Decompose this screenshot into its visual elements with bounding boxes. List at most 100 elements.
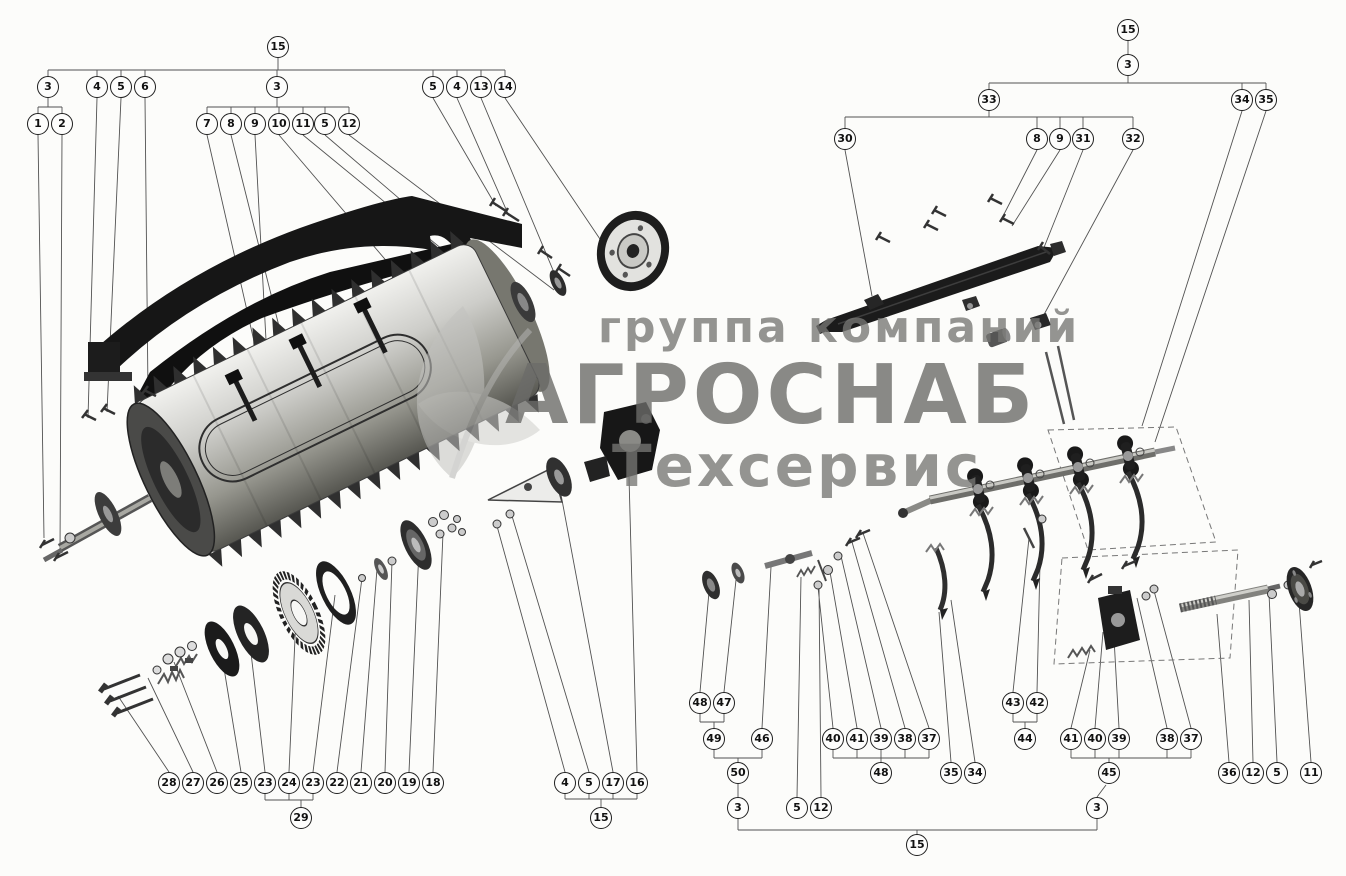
bearing-flange xyxy=(549,270,567,296)
callout-39: 39 xyxy=(1108,728,1130,750)
callout-22: 22 xyxy=(326,772,348,794)
axle-bolt xyxy=(38,537,55,549)
callout-46: 46 xyxy=(751,728,773,750)
callout-45: 45 xyxy=(1098,762,1120,784)
callout-35: 35 xyxy=(1255,89,1277,111)
callout-43: 43 xyxy=(1002,692,1024,714)
callout-5: 5 xyxy=(786,797,808,819)
callout-12: 12 xyxy=(810,797,832,819)
callout-3: 3 xyxy=(727,797,749,819)
callout-41: 41 xyxy=(846,728,868,750)
callout-44: 44 xyxy=(1014,728,1036,750)
callout-41: 41 xyxy=(1060,728,1082,750)
small-spring xyxy=(796,565,816,578)
callout-28: 28 xyxy=(158,772,180,794)
callout-36: 36 xyxy=(1218,762,1240,784)
callout-9: 9 xyxy=(244,113,266,135)
callout-38: 38 xyxy=(894,728,916,750)
callout-39: 39 xyxy=(870,728,892,750)
callout-4: 4 xyxy=(86,76,108,98)
callout-8: 8 xyxy=(220,113,242,135)
axle-bolt-2 xyxy=(52,550,69,562)
rotor-hub xyxy=(584,402,660,482)
collar xyxy=(374,557,388,581)
callout-14: 14 xyxy=(494,76,516,98)
crankshaft-assembly xyxy=(898,345,1176,620)
callout-3: 3 xyxy=(37,76,59,98)
watermark-leaf xyxy=(416,306,540,479)
callout-12: 12 xyxy=(338,113,360,135)
bracket-lines-top-left xyxy=(37,58,506,113)
end-flange xyxy=(1286,567,1314,611)
leader-lines xyxy=(37,41,1312,834)
callout-12: 12 xyxy=(1242,762,1264,784)
callout-5: 5 xyxy=(422,76,444,98)
callout-19: 19 xyxy=(398,772,420,794)
brake-disc-2 xyxy=(233,605,269,663)
callout-4: 4 xyxy=(446,76,468,98)
callout-31: 31 xyxy=(1072,128,1094,150)
dashed-outline xyxy=(1047,426,1239,665)
callout-37: 37 xyxy=(1180,728,1202,750)
callout-48: 48 xyxy=(870,762,892,784)
support-bracket xyxy=(487,457,572,503)
callout-5: 5 xyxy=(314,113,336,135)
callout-6: 6 xyxy=(134,76,156,98)
drum-access-plate-inner xyxy=(204,340,426,476)
callout-37: 37 xyxy=(918,728,940,750)
callout-33: 33 xyxy=(978,89,1000,111)
callout-16: 16 xyxy=(626,772,648,794)
sprocket-gear xyxy=(272,571,326,655)
axle-shaft xyxy=(38,492,153,563)
callout-9: 9 xyxy=(1049,128,1071,150)
callout-32: 32 xyxy=(1122,128,1144,150)
callout-15: 15 xyxy=(906,834,928,856)
bearing-cup xyxy=(702,570,720,600)
input-shaft xyxy=(764,528,871,590)
callout-21: 21 xyxy=(350,772,372,794)
callout-47: 47 xyxy=(713,692,735,714)
callout-42: 42 xyxy=(1026,692,1048,714)
crank-web xyxy=(1067,446,1089,488)
bar-bolts xyxy=(874,193,1051,255)
dashed-box-crank xyxy=(1047,426,1217,551)
bar-hook xyxy=(864,294,884,310)
callout-50: 50 xyxy=(727,762,749,784)
callout-3: 3 xyxy=(266,76,288,98)
callout-5: 5 xyxy=(1266,762,1288,784)
callout-40: 40 xyxy=(1084,728,1106,750)
tine-holder-bracket xyxy=(1067,559,1159,659)
hub-washers xyxy=(358,509,515,582)
callout-34: 34 xyxy=(964,762,986,784)
leveling-bar xyxy=(816,193,1066,348)
hood-mount-bolts xyxy=(81,197,571,422)
flange-bolt xyxy=(1308,559,1323,569)
tine-arms xyxy=(925,470,1145,620)
callout-11: 11 xyxy=(1300,762,1322,784)
callout-10: 10 xyxy=(268,113,290,135)
crank-web xyxy=(1117,435,1139,477)
callout-48: 48 xyxy=(689,692,711,714)
callout-4: 4 xyxy=(554,772,576,794)
drum-stud-bolts xyxy=(224,297,388,422)
bracket-spring xyxy=(1067,644,1096,659)
callout-11: 11 xyxy=(292,113,314,135)
callout-20: 20 xyxy=(374,772,396,794)
hardware-bolts-left xyxy=(98,641,198,718)
callout-8: 8 xyxy=(1026,128,1048,150)
bearing-cone xyxy=(731,562,745,584)
callout-24: 24 xyxy=(278,772,300,794)
hub xyxy=(400,520,432,570)
disc-stack xyxy=(204,509,515,677)
callout-15: 15 xyxy=(1117,19,1139,41)
callout-5: 5 xyxy=(110,76,132,98)
callout-17: 17 xyxy=(602,772,624,794)
drum-spikes xyxy=(133,230,539,567)
callout-3: 3 xyxy=(1086,797,1108,819)
callout-5: 5 xyxy=(578,772,600,794)
callout-38: 38 xyxy=(1156,728,1178,750)
gauge-wheel xyxy=(596,210,670,292)
callout-40: 40 xyxy=(822,728,844,750)
callout-18: 18 xyxy=(422,772,444,794)
